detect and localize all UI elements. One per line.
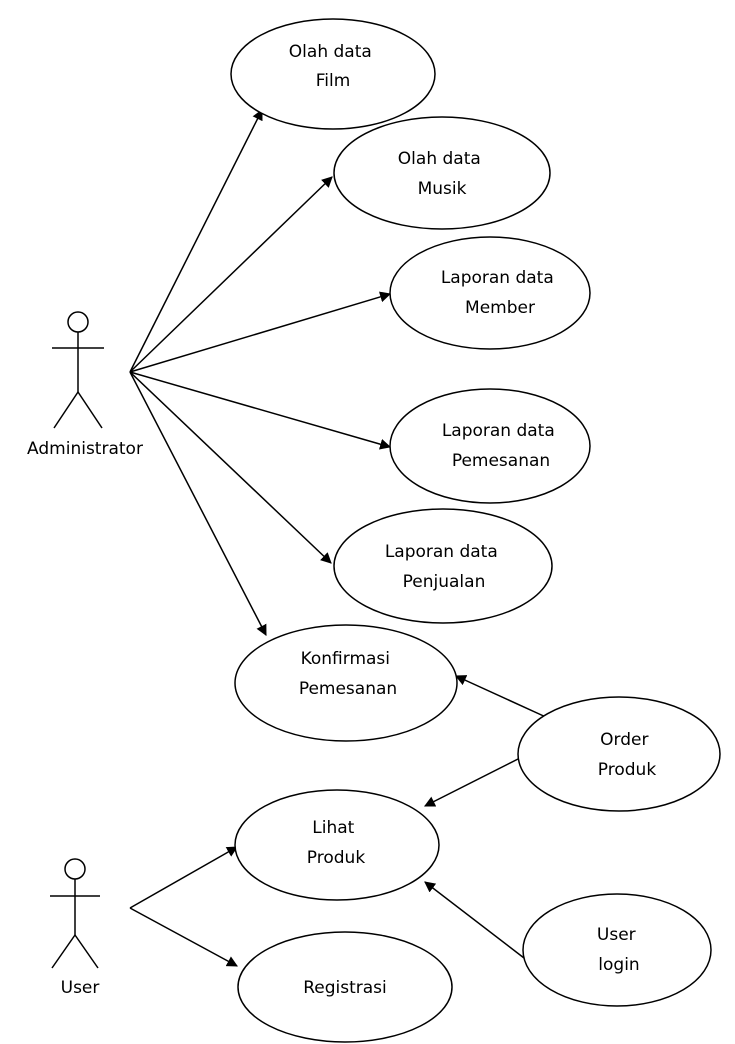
usecase-lihat-produk-line1: Lihat	[312, 818, 354, 838]
usecase-laporan-data-penjualan-line2: Penjualan	[403, 572, 486, 592]
usecase-registrasi-line1: Registrasi	[303, 978, 387, 998]
actor-user	[50, 858, 100, 969]
assoc-admin-laporan-pemesanan	[129, 371, 392, 450]
usecase-laporan-data-pemesanan: Laporan data Pemesanan	[389, 388, 591, 504]
usecase-olah-data-film-line1: Olah data	[289, 42, 372, 62]
svg-text:Konfirmasi Pemesanan: Konfirmasi Pemesanan	[299, 649, 397, 699]
usecase-konfirmasi-pemesanan: Konfirmasi Pemesanan	[234, 624, 458, 742]
svg-text:User login: User login	[597, 925, 641, 975]
usecase-laporan-data-member-line1: Laporan data	[441, 268, 554, 288]
svg-text:Laporan data Penjualan: Laporan data Penjualan	[385, 542, 503, 592]
assoc-admin-laporan-member	[129, 291, 392, 373]
usecase-user-login-line1: User	[597, 925, 636, 945]
usecase-user-login-line2: login	[598, 955, 639, 975]
svg-text:Olah data Musik: Olah data Musik	[398, 149, 486, 199]
relation-login-lihat-produk	[424, 881, 525, 959]
usecase-laporan-data-member: Laporan data Member	[389, 236, 591, 350]
usecase-laporan-data-penjualan: Laporan data Penjualan	[333, 508, 553, 624]
assoc-admin-laporan-penjualan	[129, 371, 332, 564]
usecase-olah-data-musik: Olah data Musik	[333, 116, 551, 230]
usecase-laporan-data-member-line2: Member	[465, 298, 535, 318]
svg-text:Olah data Film: Olah data Film	[289, 42, 377, 91]
usecase-lihat-produk: Lihat Produk	[234, 789, 440, 901]
assoc-admin-olah-film	[129, 109, 263, 373]
svg-text:Laporan data Pemesanan: Laporan data Pemesanan	[442, 421, 560, 471]
relation-order-konfirmasi	[454, 675, 549, 719]
usecase-user-login: User login	[522, 893, 712, 1007]
relation-order-lihat-produk	[424, 757, 521, 807]
usecase-konfirmasi-pemesanan-line1: Konfirmasi	[301, 649, 390, 669]
usecase-lihat-produk-line2: Produk	[307, 848, 366, 868]
usecase-laporan-data-pemesanan-line1: Laporan data	[442, 421, 555, 441]
usecase-order-produk-line2: Produk	[598, 760, 657, 780]
svg-text:Lihat Produk: Lihat Produk	[307, 818, 366, 868]
assoc-admin-olah-musik	[129, 176, 333, 373]
actor-user-label: User	[61, 978, 100, 998]
usecase-laporan-data-pemesanan-line2: Pemesanan	[452, 451, 550, 471]
usecase-olah-data-musik-line2: Musik	[418, 179, 467, 199]
usecase-laporan-data-penjualan-line1: Laporan data	[385, 542, 498, 562]
assoc-admin-konfirmasi	[129, 371, 267, 636]
usecase-konfirmasi-pemesanan-line2: Pemesanan	[299, 679, 397, 699]
usecase-olah-data-musik-line1: Olah data	[398, 149, 481, 169]
svg-text:Laporan data Member: Laporan data Member	[441, 268, 559, 318]
usecase-order-produk: Order Produk	[517, 696, 721, 812]
usecase-registrasi: Registrasi	[237, 931, 453, 1043]
svg-text:Order Produk: Order Produk	[598, 730, 657, 780]
usecase-olah-data-film: Olah data Film	[230, 18, 436, 130]
actor-administrator	[52, 311, 104, 429]
actor-administrator-label: Administrator	[27, 439, 143, 459]
assoc-user-lihat-produk	[129, 846, 238, 909]
usecase-olah-data-film-line2: Film	[316, 71, 351, 91]
svg-text:Registrasi: Registrasi	[303, 978, 387, 998]
assoc-user-registrasi	[129, 907, 238, 967]
usecase-order-produk-line1: Order	[600, 730, 648, 750]
